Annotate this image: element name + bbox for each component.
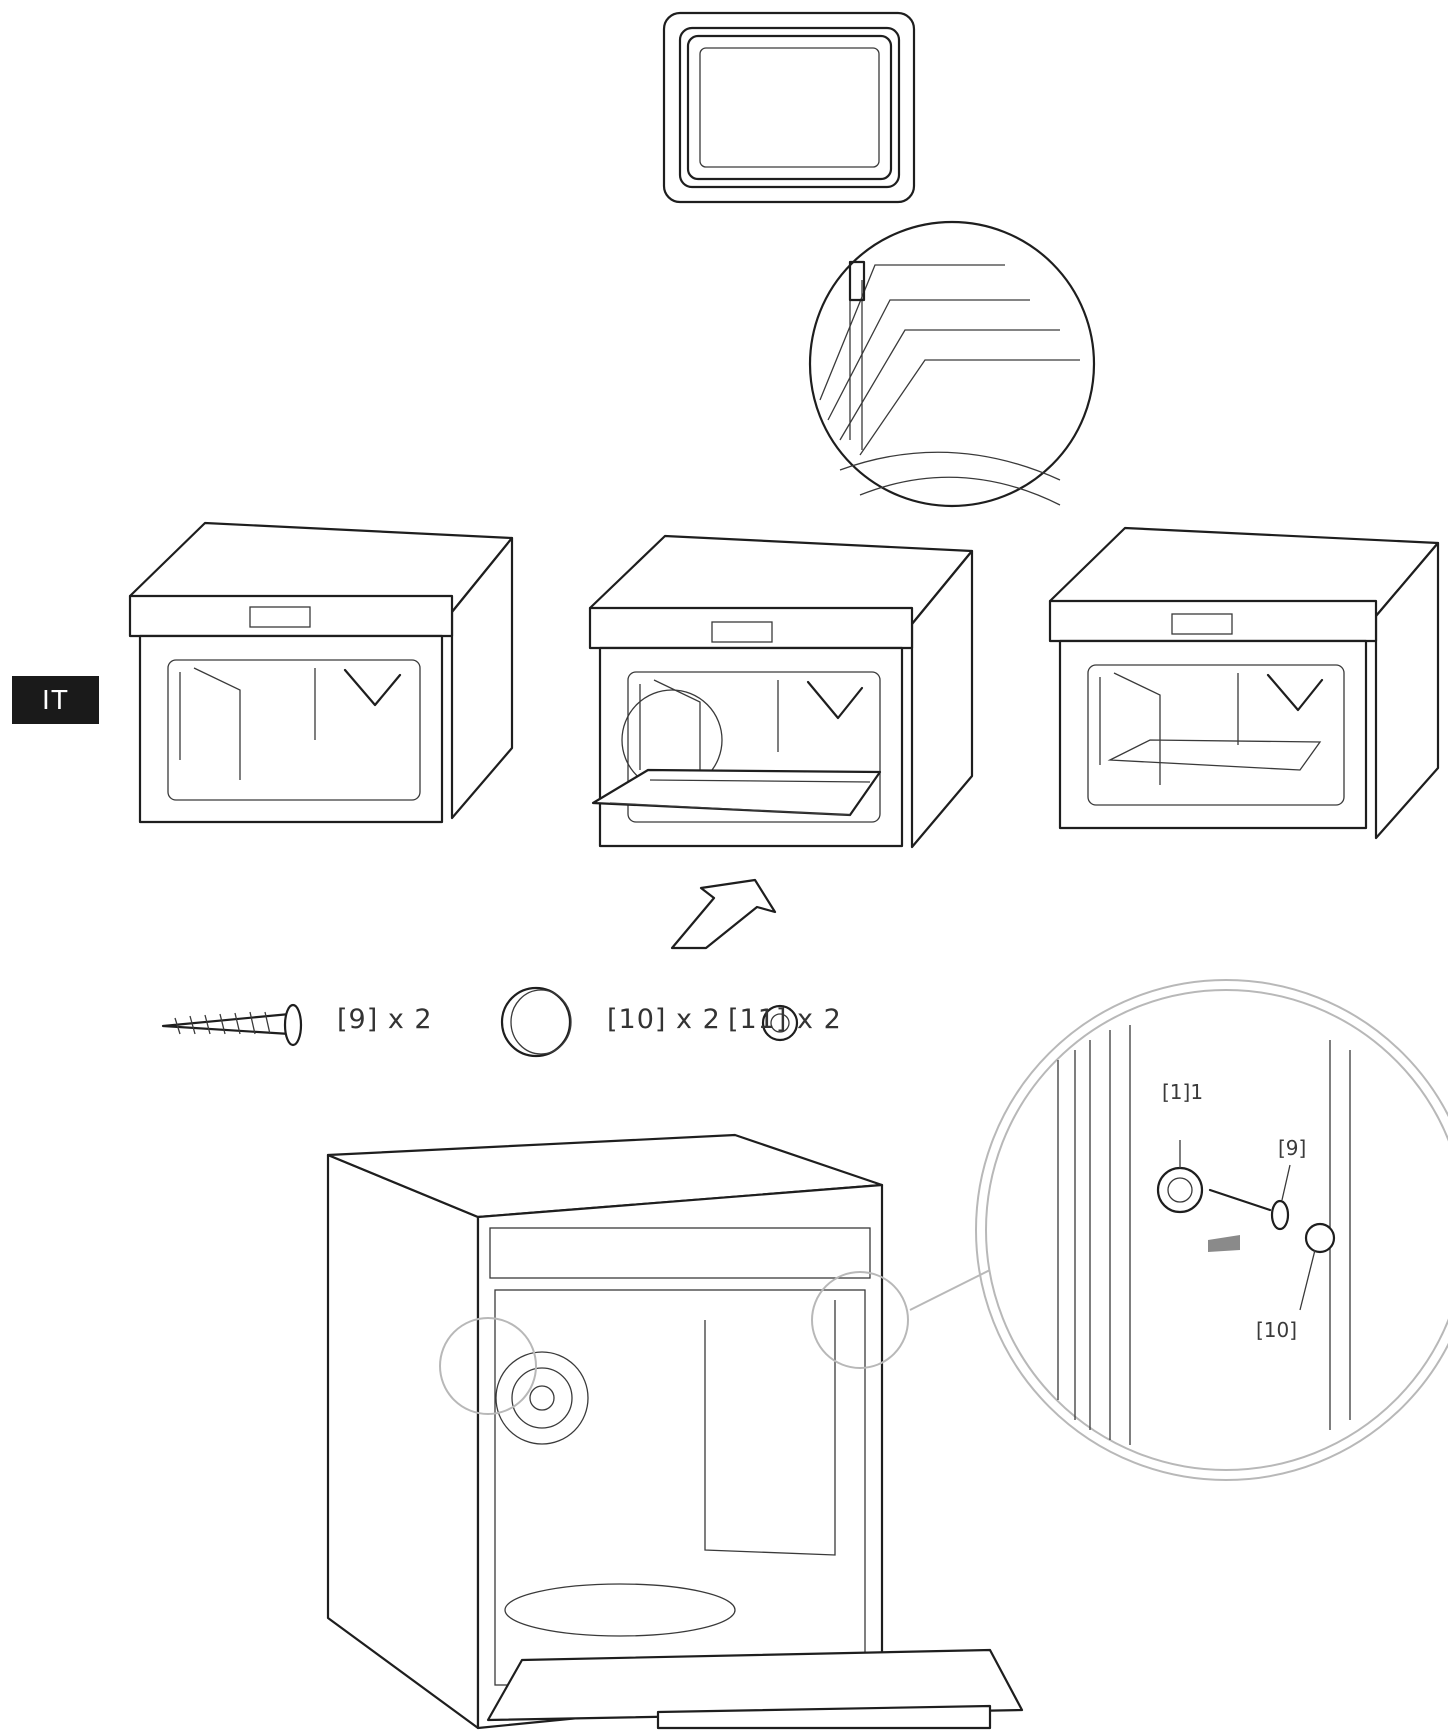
baking-tray-illustration: [662, 11, 916, 204]
screw-icon: [161, 1003, 303, 1047]
screw-quantity-label: [9] x 2: [337, 1004, 433, 1035]
cap-quantity-label: [10] x 2: [607, 1004, 721, 1035]
insert-direction-arrow: [670, 878, 777, 950]
washer-quantity-label: [11] x 2: [728, 1004, 842, 1035]
cap-icon: [500, 986, 572, 1058]
fixing-detail-zoom: [909, 979, 1448, 1481]
oven-step-1: [128, 521, 514, 824]
washer-icon: [761, 1004, 799, 1042]
screw-callout: [9]: [1278, 1136, 1307, 1160]
cap-callout: [10]: [1256, 1318, 1298, 1342]
language-badge: IT: [12, 676, 99, 724]
oven-step-3: [1048, 526, 1440, 840]
washer-callout: [1]1: [1162, 1080, 1204, 1104]
oven-step-2: [588, 534, 974, 849]
rail-detail-zoom: [808, 220, 1096, 508]
oven-open-door: [326, 1133, 1024, 1730]
